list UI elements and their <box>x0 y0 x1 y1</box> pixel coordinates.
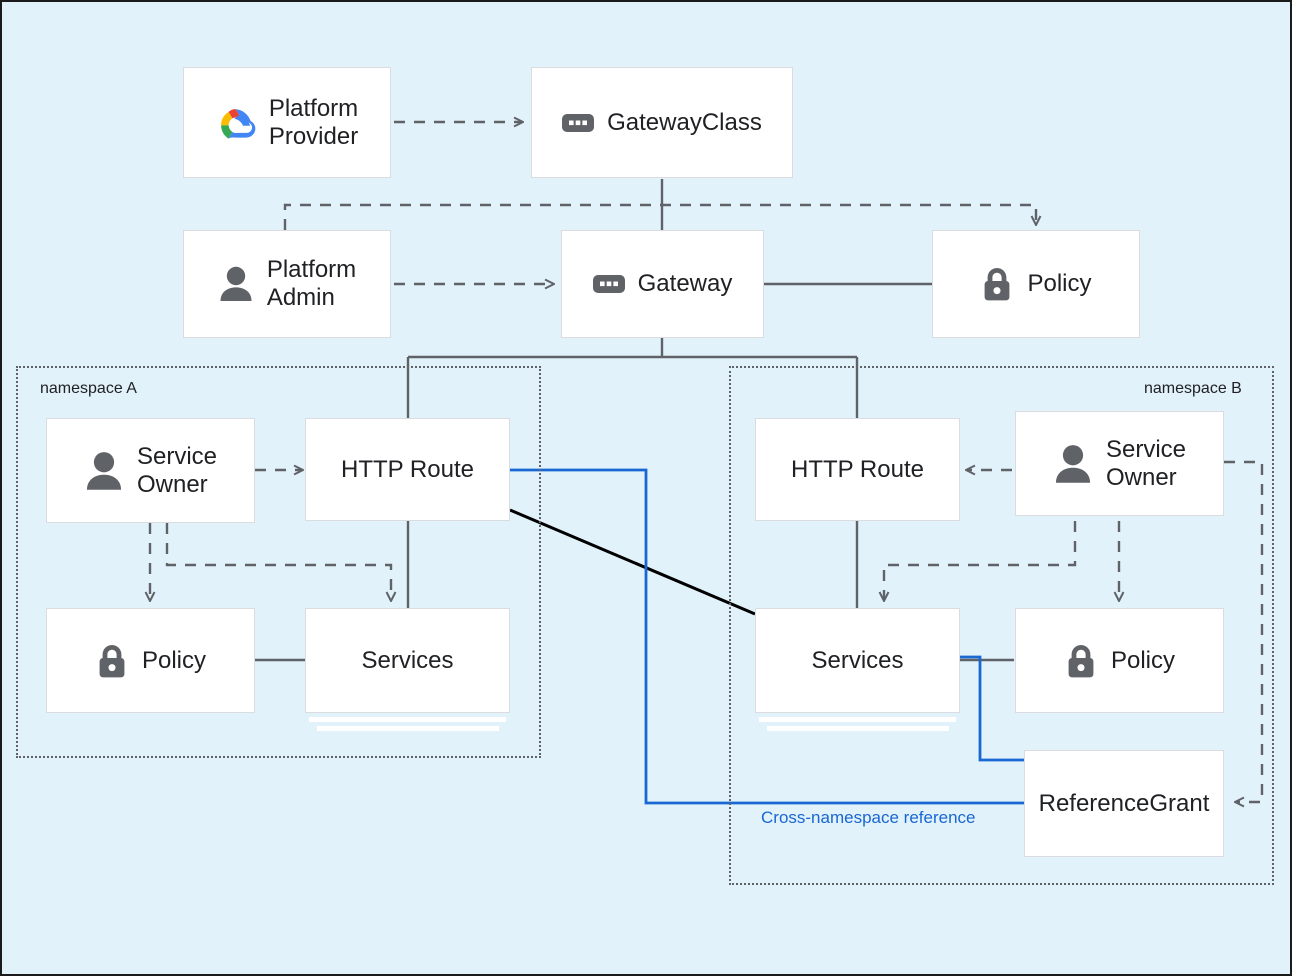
node-label: Services <box>361 646 454 674</box>
node-label: Policy <box>1027 270 1092 298</box>
node-gateway[interactable]: Gateway <box>561 230 764 338</box>
node-label: Service Owner <box>136 442 218 498</box>
node-label: Platform Admin <box>266 256 357 311</box>
node-platform-admin[interactable]: Platform Admin <box>183 230 391 338</box>
namespace-a-container <box>16 366 541 758</box>
wire-routea-to-servicesb-diagonal <box>509 508 756 616</box>
node-http-route-a[interactable]: HTTP Route <box>305 418 510 521</box>
wire-admin-to-policy-top <box>283 203 1036 230</box>
gateway-icon <box>562 113 595 132</box>
person-icon <box>86 451 122 490</box>
node-policy-top[interactable]: Policy <box>932 230 1140 338</box>
node-label: Service Owner <box>1105 435 1187 491</box>
person-icon <box>220 266 252 301</box>
node-reference-grant[interactable]: ReferenceGrant <box>1024 750 1224 857</box>
lock-icon <box>985 268 1010 301</box>
gateway-icon <box>592 275 625 293</box>
node-label: Services <box>811 646 904 674</box>
node-label: Gateway <box>637 270 733 298</box>
namespace-b-label: namespace B <box>1144 380 1242 397</box>
cross-namespace-reference-label: Cross-namespace reference <box>761 808 976 827</box>
node-services-b[interactable]: Services <box>755 608 960 713</box>
node-label: HTTP Route <box>791 455 924 483</box>
node-label: Policy <box>1110 646 1176 674</box>
node-label: Policy <box>141 646 207 674</box>
lock-icon <box>1068 644 1094 677</box>
node-service-owner-a[interactable]: Service Owner <box>46 418 255 523</box>
namespace-b-container <box>729 366 1274 885</box>
lock-icon <box>99 644 125 677</box>
node-gateway-class[interactable]: GatewayClass <box>531 67 793 178</box>
node-service-owner-b[interactable]: Service Owner <box>1015 411 1224 516</box>
namespace-a-label: namespace A <box>40 380 137 397</box>
node-policy-a[interactable]: Policy <box>46 608 255 713</box>
node-label: GatewayClass <box>607 108 762 136</box>
node-http-route-b[interactable]: HTTP Route <box>755 418 960 521</box>
node-platform-provider[interactable]: Platform Provider <box>183 67 391 178</box>
node-label: ReferenceGrant <box>1038 789 1210 817</box>
google-cloud-icon <box>220 108 256 139</box>
person-icon <box>1055 444 1091 483</box>
node-label: Platform Provider <box>268 94 359 150</box>
node-policy-b[interactable]: Policy <box>1015 608 1224 713</box>
node-services-a[interactable]: Services <box>305 608 510 713</box>
node-label: HTTP Route <box>341 455 474 483</box>
